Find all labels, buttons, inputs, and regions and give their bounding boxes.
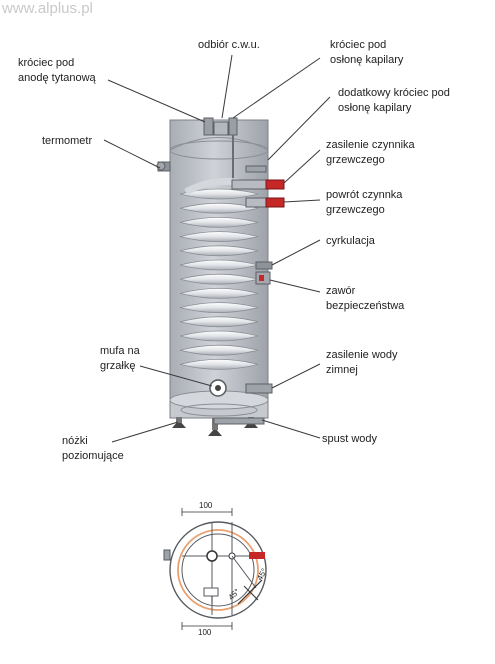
label-krociec-anoda: króciec pod anodę tytanową bbox=[18, 57, 96, 84]
heating-coil bbox=[179, 177, 259, 370]
top-view bbox=[163, 508, 267, 630]
label-zasilenie-czynnika: zasilenie czynnika grzewczego bbox=[326, 139, 415, 166]
label-zawor: zawór bezpieczeństwa bbox=[326, 285, 405, 312]
label-mufa: mufa na grzałkę bbox=[100, 345, 140, 372]
label-zasilenie-wody: zasilenie wody zimnej bbox=[326, 349, 398, 376]
label-odbior-cwu: odbiór c.w.u. bbox=[198, 39, 260, 51]
dimension-bottom: 100 bbox=[198, 628, 212, 637]
coil-turn bbox=[179, 188, 259, 200]
label-krociec-kapilara: króciec pod osłonę kapilary bbox=[330, 39, 404, 66]
coil-turn bbox=[179, 330, 259, 342]
coil-turn bbox=[179, 302, 259, 313]
coil-turn bbox=[179, 245, 259, 257]
coil-turn bbox=[179, 316, 259, 328]
leader-lines bbox=[103, 54, 331, 443]
coil-turn bbox=[179, 217, 259, 228]
label-dodatkowy-krociec: dodatkowy króciec pod osłonę kapilary bbox=[338, 87, 450, 114]
label-cyrkulacja: cyrkulacja bbox=[326, 235, 375, 247]
coil-turn bbox=[179, 202, 259, 214]
coil-turn bbox=[179, 359, 259, 370]
drain-pipe bbox=[213, 417, 265, 425]
label-spust: spust wody bbox=[322, 433, 378, 445]
watermark: www.alplus.pl bbox=[2, 0, 93, 17]
coil-turn bbox=[179, 288, 259, 299]
thermometer bbox=[156, 161, 171, 172]
coil-turn bbox=[179, 231, 259, 242]
label-powrot-czynnika: powrót czynnka grzewczego bbox=[326, 189, 403, 216]
right-ports bbox=[231, 165, 285, 394]
coil-turn bbox=[179, 344, 259, 356]
label-termometr: termometr bbox=[42, 135, 93, 147]
dimension-top: 100 bbox=[199, 501, 213, 510]
heater-socket bbox=[209, 379, 227, 397]
label-nozki: nóżki poziomujące bbox=[62, 435, 124, 462]
